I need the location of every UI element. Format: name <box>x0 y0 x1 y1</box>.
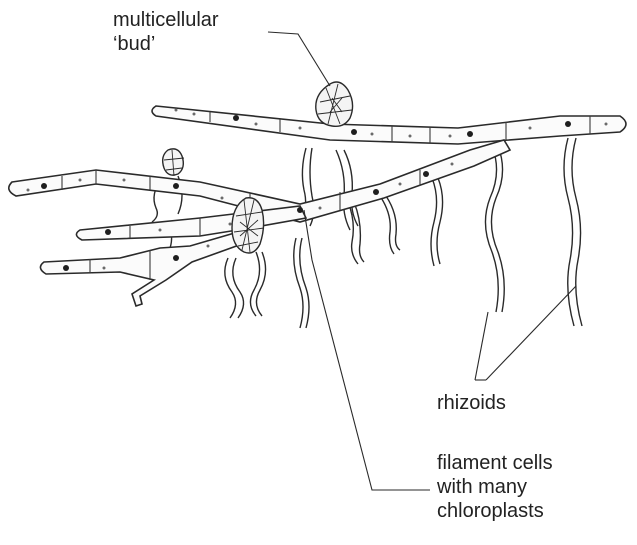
nucleus <box>351 129 357 135</box>
label-filament-line-2: with many <box>437 475 553 499</box>
nucleus <box>467 131 473 137</box>
chloroplast <box>399 183 402 186</box>
rhizoid <box>336 150 350 230</box>
label-filament-line-3: chloroplasts <box>437 499 553 523</box>
chloroplast <box>229 223 232 226</box>
chloroplast <box>207 245 210 248</box>
rhizoid <box>380 196 394 254</box>
nucleus <box>423 171 429 177</box>
chloroplast <box>123 179 126 182</box>
nucleus <box>63 265 69 271</box>
rhizoid <box>386 196 400 250</box>
filament-bottom <box>40 232 242 306</box>
filament-upper <box>152 106 626 144</box>
chloroplast <box>103 267 106 270</box>
chloroplast <box>451 163 454 166</box>
chloroplast <box>319 207 322 210</box>
rhizoid <box>354 202 364 262</box>
chloroplast <box>27 189 30 192</box>
leader-bud <box>268 32 330 86</box>
chloroplast <box>175 109 178 112</box>
nucleus <box>373 189 379 195</box>
label-bud-line-1: multicellular <box>113 8 219 32</box>
rhizoid <box>294 238 303 328</box>
label-filament-cells: filament cells with many chloroplasts <box>437 451 553 523</box>
rhizoid <box>300 238 309 328</box>
chloroplast <box>79 179 82 182</box>
label-multicellular-bud: multicellular ‘bud’ <box>113 8 219 56</box>
nucleus <box>41 183 47 189</box>
chloroplast <box>371 133 374 136</box>
leader-lines <box>268 32 576 490</box>
nucleus <box>173 183 179 189</box>
nucleus <box>565 121 571 127</box>
nucleus <box>297 207 303 213</box>
leader-filament <box>304 210 430 490</box>
chloroplast <box>299 127 302 130</box>
bud-medium <box>232 198 264 253</box>
nucleus <box>105 229 111 235</box>
rhizoid <box>250 252 259 316</box>
chloroplast <box>159 229 162 232</box>
filaments-group <box>9 106 626 306</box>
rhizoid <box>572 138 582 326</box>
leader-rhizoids-1 <box>475 312 488 380</box>
filament-lower <box>76 206 306 240</box>
chloroplast <box>255 123 258 126</box>
bud-small <box>163 149 184 176</box>
nucleus <box>233 115 239 121</box>
rhizoid <box>431 178 437 266</box>
chloroplast <box>529 127 532 130</box>
bud-large <box>316 82 353 126</box>
chloroplast <box>193 113 196 116</box>
chloroplast <box>605 123 608 126</box>
rhizoid <box>256 252 265 316</box>
chloroplast <box>449 135 452 138</box>
label-rhizoids-text: rhizoids <box>437 391 506 415</box>
rhizoid <box>437 178 443 264</box>
chloroplast <box>409 135 412 138</box>
label-bud-line-2: ‘bud’ <box>113 32 219 56</box>
chloroplast <box>221 197 224 200</box>
label-filament-line-1: filament cells <box>437 451 553 475</box>
leader-rhizoids-2 <box>486 286 576 380</box>
nucleus <box>173 255 179 261</box>
rhizoid <box>344 150 358 226</box>
label-rhizoids: rhizoids <box>437 391 506 415</box>
